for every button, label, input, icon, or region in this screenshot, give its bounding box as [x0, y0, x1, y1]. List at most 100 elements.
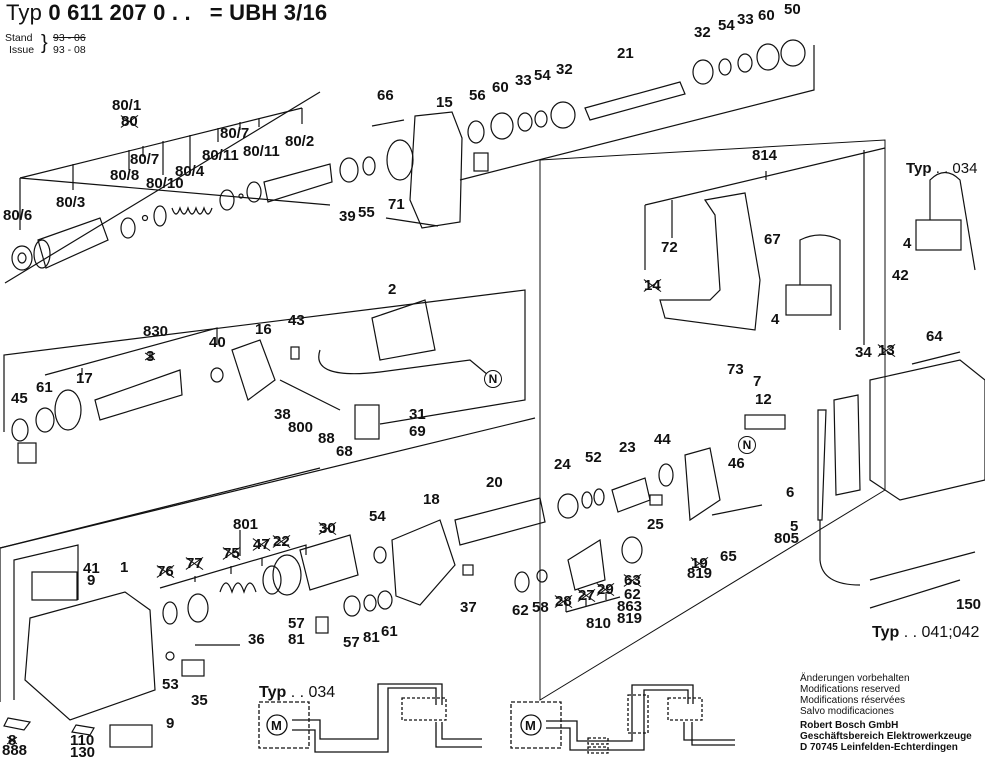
part-number-label: 88 — [318, 430, 335, 447]
part-60b — [756, 43, 780, 71]
bracket-830-outer — [3, 289, 526, 432]
part-number-label: 27 — [578, 587, 595, 604]
part-9-label — [109, 724, 153, 748]
bracket-gear-outer — [0, 417, 536, 549]
part-64-screw — [911, 351, 961, 365]
part-number-label: 46 — [728, 455, 745, 472]
part-31-cover — [354, 404, 380, 440]
wiring-diagram-2 — [510, 684, 735, 754]
part-number-label: 9 — [166, 715, 175, 732]
part-number-label: 61 — [36, 379, 53, 396]
bracket-housing-outer — [0, 467, 321, 702]
part-number-label: 34 — [855, 344, 872, 361]
part-80-4-spring — [171, 206, 213, 215]
part-number-label: 80/7 — [220, 125, 250, 142]
part-80-3 — [37, 217, 109, 269]
wiring-diagram-1-title: Typ . . 034 — [259, 684, 335, 702]
stand-value: 93 - 06 — [53, 32, 86, 44]
part-number-label: 36 — [248, 631, 265, 648]
bracket-80 — [19, 107, 303, 230]
part-41-label — [31, 571, 78, 601]
cable-variant-title: Typ . . 041;042 — [872, 624, 979, 642]
part-56-b — [473, 152, 489, 172]
part-number-label: 23 — [619, 439, 636, 456]
part-76 — [162, 601, 178, 625]
part-number-label: 6 — [786, 484, 795, 501]
part-number-label: 80/11 — [243, 143, 280, 160]
part-61b — [377, 590, 393, 610]
part-number-label: 72 — [661, 239, 678, 256]
part-number-label: 28 — [555, 593, 572, 610]
suppressor-symbol — [627, 694, 649, 734]
part-number-label: 43 — [288, 312, 305, 329]
notice-en: Modifications reserved — [800, 684, 901, 695]
revision-block: Stand Issue } 93 - 06 93 - 08 — [5, 32, 86, 56]
typ-prefix: Typ — [872, 624, 900, 641]
part-number-label: 80/1 — [112, 97, 142, 114]
part-43 — [290, 346, 300, 360]
part-12-suppressor — [744, 414, 786, 430]
part-number-label: 80/3 — [56, 194, 86, 211]
part-45 — [11, 418, 29, 442]
part-number-label: 54 — [718, 17, 735, 34]
part-33 — [517, 112, 533, 132]
variant-label: Typ . . 034 — [906, 160, 978, 177]
axis-line-80 — [4, 91, 331, 284]
part-number-label: 830 — [143, 323, 169, 340]
switch-symbol-1 — [401, 697, 447, 721]
part-number-label: 66 — [377, 87, 394, 104]
part-number-label: 65 — [720, 548, 737, 565]
part-number-label: 80/6 — [3, 207, 33, 224]
part-number-label: 819 — [687, 565, 713, 582]
part-number-label: 68 — [336, 443, 353, 460]
part-5-cable — [819, 520, 861, 586]
issue-label: Issue — [9, 44, 35, 56]
part-53 — [165, 651, 175, 661]
switch-symbol-2 — [667, 697, 703, 721]
part-number-label: 62 — [512, 602, 529, 619]
diagram-title: Typ 0 611 207 0 . . = UBH 3/16 — [6, 0, 327, 26]
part-39 — [339, 157, 359, 183]
part-19-flange — [684, 447, 721, 522]
part-number-label: 73 — [727, 361, 744, 378]
part-20-piston — [454, 497, 546, 546]
part-number-label: 110 — [70, 732, 95, 749]
footer-notice: Änderungen vorbehalten Modifications res… — [800, 673, 972, 753]
part-number-label: 80/10 — [146, 175, 184, 192]
part-44 — [658, 463, 674, 487]
part-number-label: 16 — [255, 321, 272, 338]
part-number-label: 800 — [288, 419, 314, 436]
bracket-41 — [13, 544, 79, 700]
part-number-label: 4 — [771, 311, 780, 328]
model-name: = UBH 3/16 — [209, 0, 328, 25]
part-66-pin — [371, 119, 405, 127]
field-wires — [318, 349, 489, 376]
part-61 — [35, 407, 55, 433]
part-814-handle — [659, 192, 761, 331]
part-number-label: 38 — [274, 406, 291, 423]
part-number-label: 45 — [11, 390, 28, 407]
part-75-spring — [219, 582, 257, 594]
part-24 — [557, 493, 579, 519]
part-18-cylinder-housing — [391, 519, 456, 606]
part-number-label: 863 — [617, 598, 643, 615]
part-number-label: 20 — [486, 474, 503, 491]
part-number-label: 29 — [597, 581, 614, 598]
part-number-label: 76 — [157, 563, 174, 580]
part-number-label: 47 — [253, 536, 270, 553]
part-number-label: 56 — [469, 87, 486, 104]
part-80-11 — [219, 189, 235, 211]
part-number-label: 22 — [273, 533, 290, 550]
part-number-label: 7 — [753, 373, 762, 390]
part-80-6 — [11, 245, 33, 271]
part-21-spindle — [584, 81, 686, 121]
part-number-label: 63 — [624, 572, 641, 589]
motor-label-1: M — [271, 718, 282, 733]
part-3-armature — [94, 369, 183, 421]
part-60 — [490, 112, 514, 140]
part-34-gasket — [833, 394, 861, 496]
part-888 — [3, 717, 32, 731]
part-number-label: 12 — [755, 391, 772, 408]
part-number-label: 18 — [423, 491, 440, 508]
part-number-label: 819 — [617, 610, 643, 627]
